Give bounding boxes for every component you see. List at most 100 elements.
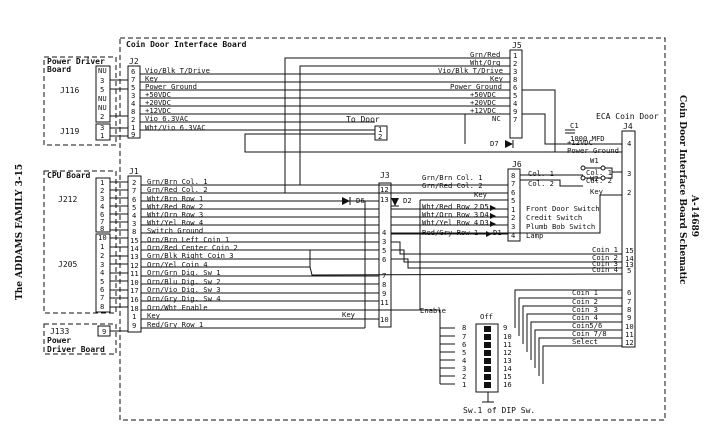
svg-text:2: 2	[627, 188, 631, 197]
svg-text:7: 7	[513, 115, 517, 124]
j4-labels: +12VDC Power Ground Col. 1 Col. 2 Key	[567, 138, 619, 196]
interface-board-title: Coin Door Interface Board	[126, 39, 247, 49]
cpu-to-j1-wires	[110, 181, 128, 308]
svg-text:7: 7	[511, 179, 515, 188]
j4-pins: 4 3 2 15 14 13 5 6 7 8 9 10 11 12	[625, 139, 634, 347]
svg-text:6: 6	[513, 83, 517, 92]
svg-text:Red/Gry Row 1: Red/Gry Row 1	[147, 320, 203, 329]
svg-text:8: 8	[100, 302, 104, 311]
svg-text:18: 18	[130, 304, 139, 313]
j4-connector	[621, 130, 636, 348]
svg-text:8: 8	[511, 171, 515, 180]
svg-text:1: 1	[132, 312, 136, 321]
svg-text:D7: D7	[490, 139, 499, 148]
svg-text:12: 12	[503, 348, 512, 357]
svg-text:4: 4	[131, 99, 135, 108]
svg-text:Orn/Yel Coin 4: Orn/Yel Coin 4	[147, 260, 208, 269]
svg-text:Orn/Wht Enable: Orn/Wht Enable	[147, 303, 208, 312]
svg-text:1: 1	[100, 131, 104, 140]
svg-text:Grn/Red: Grn/Red	[470, 50, 500, 59]
svg-text:9: 9	[382, 289, 386, 298]
svg-text:1: 1	[378, 125, 382, 134]
j6-label: J6	[512, 160, 522, 169]
svg-text:NC: NC	[492, 114, 501, 123]
svg-text:8: 8	[462, 323, 466, 332]
j1-label: J1	[129, 167, 139, 176]
svg-text:+20VDC: +20VDC	[145, 98, 171, 107]
svg-text:3: 3	[462, 364, 466, 373]
svg-text:9: 9	[513, 107, 517, 116]
svg-text:7: 7	[100, 217, 104, 226]
j6-diodes: D5 D4 D3 D1	[480, 202, 502, 237]
svg-text:3: 3	[100, 123, 104, 132]
j5-label: J5	[512, 41, 522, 50]
svg-text:+50VDC: +50VDC	[145, 90, 171, 99]
svg-text:1000 MFD: 1000 MFD	[570, 134, 605, 143]
svg-text:9: 9	[131, 130, 135, 139]
svg-text:10: 10	[130, 278, 139, 287]
svg-text:4: 4	[100, 268, 104, 277]
svg-text:7: 7	[462, 332, 466, 341]
svg-text:3: 3	[513, 67, 517, 76]
svg-text:4: 4	[100, 202, 104, 211]
svg-text:11: 11	[625, 330, 634, 339]
diode-d2: D2	[391, 196, 412, 207]
j3-to-j6-wires	[391, 184, 508, 310]
svg-text:9: 9	[627, 313, 631, 322]
svg-text:Plumb Bob Switch: Plumb Bob Switch	[526, 222, 595, 231]
dip-switch-body	[475, 323, 499, 393]
svg-text:2: 2	[100, 186, 104, 195]
svg-text:8: 8	[100, 224, 104, 233]
svg-text:6: 6	[100, 285, 104, 294]
to-door-label: To Door	[346, 115, 380, 124]
svg-text:NU: NU	[98, 66, 107, 75]
dip-caption: Sw.1 of DIP Sw.	[463, 406, 535, 415]
svg-text:2: 2	[378, 132, 382, 141]
svg-text:Orn/Brn Left Coin 1: Orn/Brn Left Coin 1	[147, 235, 229, 244]
svg-text:3: 3	[100, 76, 104, 85]
svg-text:Grn/Brn Col. 1: Grn/Brn Col. 1	[422, 173, 483, 182]
schematic-title: Coin Door Interface Board Schematic	[677, 95, 687, 285]
svg-text:2: 2	[131, 115, 135, 124]
svg-text:5: 5	[462, 348, 466, 357]
svg-text:Power Ground: Power Ground	[145, 82, 197, 91]
j2-to-j5-wires	[140, 73, 510, 131]
svg-text:17: 17	[130, 286, 139, 295]
svg-text:Vio/Blk T/Drive: Vio/Blk T/Drive	[438, 66, 503, 75]
dip-off-label: Off	[480, 312, 493, 321]
svg-text:10: 10	[503, 332, 512, 341]
svg-text:2: 2	[511, 213, 515, 222]
part-number: A-14689	[689, 194, 699, 237]
cpu-board	[43, 170, 117, 314]
j205-label: J205	[58, 260, 77, 269]
svg-text:Coin 2: Coin 2	[592, 253, 618, 262]
svg-text:12: 12	[380, 185, 389, 194]
j133-pin: 9	[102, 327, 106, 336]
svg-text:14: 14	[625, 254, 634, 263]
svg-text:Grn/Brn Col. 1: Grn/Brn Col. 1	[147, 177, 208, 186]
j5-signals: Grn/Red Wht/Org Vio/Blk T/Drive Key Powe…	[438, 50, 504, 123]
svg-text:5: 5	[627, 266, 631, 275]
svg-text:Key: Key	[147, 311, 161, 320]
svg-text:13: 13	[130, 252, 139, 261]
j2-connector: 6 7 5 3 4 8 2 1 9	[127, 65, 141, 139]
svg-text:2: 2	[462, 372, 466, 381]
svg-text:8: 8	[627, 305, 631, 314]
svg-text:13: 13	[625, 260, 634, 269]
svg-text:D4: D4	[480, 210, 489, 219]
svg-text:Wht/Yel Row 4: Wht/Yel Row 4	[147, 218, 203, 227]
svg-text:W1: W1	[590, 156, 599, 165]
svg-text:D3: D3	[480, 218, 489, 227]
power-driver-board-bottom	[43, 323, 117, 355]
svg-text:Wht/Orn Row 3: Wht/Orn Row 3	[147, 210, 203, 219]
svg-text:3: 3	[100, 260, 104, 269]
svg-text:7: 7	[100, 293, 104, 302]
svg-text:5: 5	[513, 91, 517, 100]
svg-text:Coin 4: Coin 4	[572, 313, 598, 322]
svg-text:1: 1	[100, 242, 104, 251]
svg-text:Vio 6.3VAC: Vio 6.3VAC	[145, 114, 188, 123]
svg-text:Power Ground: Power Ground	[567, 146, 619, 155]
svg-text:3: 3	[132, 219, 136, 228]
svg-text:Power Ground: Power Ground	[450, 82, 502, 91]
svg-text:12: 12	[625, 338, 634, 347]
